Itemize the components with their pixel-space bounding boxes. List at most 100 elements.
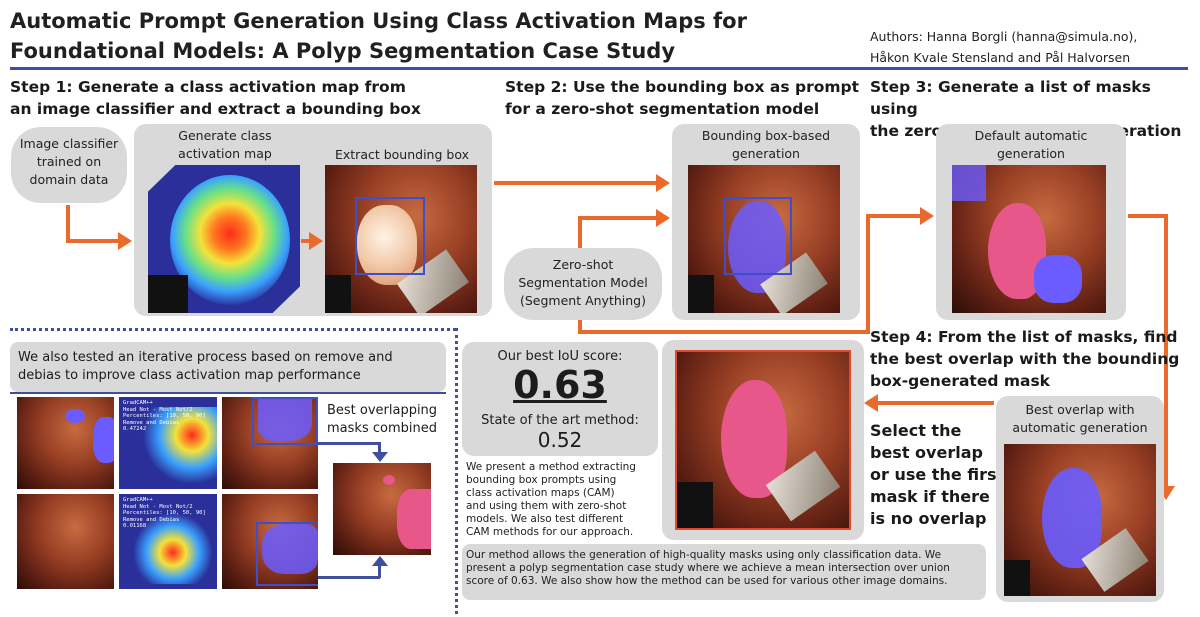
gradcam-line: Remove and Debias	[123, 419, 180, 426]
step2-heading-line-1: Step 2: Use the bounding box as prompt	[505, 78, 860, 96]
dotted-divider-vertical	[455, 328, 458, 614]
step2-gen-line-1: Bounding box-based	[701, 128, 831, 143]
step3-heading-line-1: Step 3: Generate a list of masks using	[870, 78, 1151, 118]
step3-gen-label: Default automatic generation	[936, 127, 1126, 163]
select-line-3: or use the first	[870, 465, 1005, 484]
select-line-4: mask if there	[870, 487, 990, 506]
step4-heading: Step 4: From the list of masks, find the…	[870, 326, 1179, 392]
gradcam-text-2: GradCAM++ Head Not - Most Not/2 Percenti…	[123, 497, 206, 530]
combine-arrow-top-down	[378, 442, 381, 454]
arrow-head-icon	[309, 232, 323, 250]
authors: Authors: Hanna Borgli (hanna@simula.no),…	[870, 26, 1137, 68]
authors-line-2: Håkon Kvale Stensland and Pål Halvorsen	[870, 50, 1131, 65]
arrow-head-icon	[864, 394, 878, 412]
arrow-to-step3	[866, 214, 924, 218]
arrow-head-icon	[372, 452, 388, 462]
arrow-model-up	[578, 218, 582, 248]
iter-gradcam-2: GradCAM++ Head Not - Most Not/2 Percenti…	[119, 494, 217, 589]
model-line-2: Segmentation Model	[518, 275, 648, 290]
cam-label-line-2: activation map	[178, 146, 272, 161]
classifier-line-1: Image classifier	[19, 136, 119, 151]
desc-line: bounding box prompts using	[466, 474, 617, 486]
gradcam-line: 0.47242	[123, 426, 147, 432]
select-best-text: Select the best overlap or use the first…	[870, 420, 1004, 530]
iter-image-2	[222, 397, 318, 489]
arrow-head-icon	[372, 556, 388, 566]
results-panel	[462, 342, 658, 456]
gradcam-line: 0.01168	[123, 523, 147, 529]
step1-heading-line-1: Step 1: Generate a class activation map …	[10, 78, 406, 96]
combine-arrow-bottom	[318, 576, 380, 579]
combined-mask-image	[333, 463, 431, 555]
select-line-5: is no overlap	[870, 509, 987, 528]
step4-heading-line-3: box-generated mask	[870, 372, 1050, 390]
best-overlap-line-1: Best overlap with	[1025, 402, 1135, 417]
select-line-1: Select the	[870, 421, 962, 440]
title-line-2: Foundational Models: A Polyp Segmentatio…	[10, 39, 676, 63]
arrow-step1-to-step2	[494, 181, 660, 185]
arrow-model-bottom	[578, 330, 868, 334]
final-mask-image	[675, 350, 851, 530]
arrow-cam-to-bbox	[301, 239, 313, 243]
step2-heading-line-2: for a zero-shot segmentation model	[505, 100, 820, 118]
combined-line-2: masks combined	[327, 421, 437, 436]
summary-line: Our method allows the generation of high…	[466, 549, 942, 561]
header-divider	[10, 67, 1188, 70]
classifier-line-2: trained on	[36, 154, 102, 169]
model-line-1: Zero-shot	[552, 257, 614, 272]
method-description: We present a method extracting bounding …	[466, 461, 656, 539]
best-overlap-line-2: automatic generation	[1012, 420, 1148, 435]
combine-arrow-top	[318, 442, 380, 445]
arrow-step3-right	[1128, 214, 1166, 218]
cam-label: Generate class activation map	[150, 127, 300, 163]
gradcam-line: Head Not - Most Not/2	[123, 503, 193, 510]
gradcam-line: Percentiles: [10, 50, 90]	[123, 413, 206, 419]
bbox-generation-image	[688, 165, 840, 313]
iterative-panel	[10, 342, 446, 392]
classifier-line-3: domain data	[29, 172, 109, 187]
select-line-2: best overlap	[870, 443, 983, 462]
step2-heading: Step 2: Use the bounding box as prompt f…	[505, 76, 859, 120]
classifier-box: Image classifier trained on domain data	[11, 127, 127, 203]
step2-gen-label: Bounding box-based generation	[672, 127, 860, 163]
gradcam-line: Head Not - Most Not/2	[123, 406, 193, 413]
cam-heatmap-image	[148, 165, 300, 313]
arrow-classifier-right	[66, 239, 122, 243]
model-line-3: (Segment Anything)	[519, 293, 646, 308]
iterative-line-2: debias to improve class activation map p…	[18, 368, 361, 383]
iterative-text: We also tested an iterative process base…	[18, 349, 393, 385]
bounding-box	[252, 397, 318, 445]
bbox-label: Extract bounding box	[334, 147, 469, 162]
gradcam-line: GradCAM++	[123, 497, 153, 503]
desc-line: and using them with zero-shot	[466, 500, 627, 512]
desc-line: class activation maps (CAM)	[466, 487, 615, 499]
arrow-head-icon	[656, 174, 670, 192]
step3-gen-line-1: Default automatic	[974, 128, 1088, 143]
iter-image-4	[222, 494, 318, 589]
bbox-endoscopy-image	[325, 165, 477, 313]
iter-image-3	[17, 494, 114, 589]
arrow-to-final	[878, 401, 994, 405]
best-overlap-label: Best overlap with automatic generation	[996, 401, 1164, 437]
best-iou-score: 0.63	[513, 363, 607, 407]
bounding-box	[256, 522, 318, 586]
arrow-head-icon	[920, 207, 934, 225]
poster-title: Automatic Prompt Generation Using Class …	[10, 6, 747, 66]
summary-line: score of 0.63. We also show how the meth…	[466, 575, 948, 587]
step4-heading-line-2: the best overlap with the bounding	[870, 350, 1180, 368]
best-iou-label: Our best IoU score:	[497, 349, 623, 364]
step2-gen-line-2: generation	[732, 146, 800, 161]
bounding-box	[724, 197, 792, 275]
arrow-model-up-to-step3	[866, 216, 870, 334]
arrow-model-down	[578, 320, 582, 332]
automatic-generation-image	[952, 165, 1106, 313]
arrow-model-right	[578, 216, 662, 220]
dotted-divider-horizontal	[10, 328, 456, 331]
summary-text: Our method allows the generation of high…	[466, 549, 986, 588]
arrow-classifier-down	[66, 205, 70, 241]
iterative-underline	[10, 392, 446, 394]
arrow-head-icon	[656, 209, 670, 227]
sota-score: 0.52	[537, 428, 583, 452]
iterative-line-1: We also tested an iterative process base…	[18, 350, 393, 365]
summary-line: present a polyp segmentation case study …	[466, 562, 950, 574]
